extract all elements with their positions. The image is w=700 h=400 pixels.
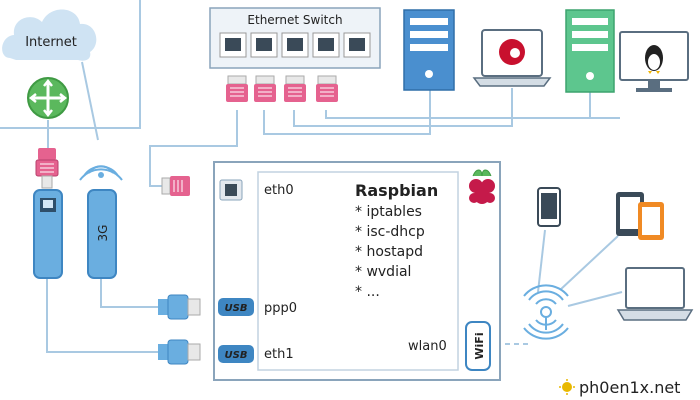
usb-logo-icon: USB [218, 345, 254, 363]
sun-icon [562, 382, 572, 392]
cloud-to-3g-line [81, 61, 99, 141]
package-item: * ... [355, 284, 380, 300]
wifi-to-phone-line [537, 229, 546, 293]
wlan0-label: wlan0 [408, 339, 447, 354]
switch-ports [219, 32, 371, 58]
blue-server-icon [403, 9, 455, 91]
internet-zone-line [0, 0, 141, 129]
eth1-label: eth1 [264, 347, 294, 362]
usb-logo-icon: USB [218, 298, 254, 316]
raspbian-title: Raspbian [355, 181, 438, 200]
laptop-icon [616, 267, 694, 321]
3g-label: 3G [96, 225, 110, 242]
rj45-connector-icon [226, 75, 248, 102]
switch-to-green-server-line [325, 92, 591, 119]
wifi-to-laptop-line [567, 291, 623, 307]
internet-label: Internet [25, 35, 77, 50]
wifi-to-tablet-line [559, 235, 619, 291]
smartphone-icon [537, 187, 561, 227]
eth-dongle-to-usb-line [46, 278, 158, 353]
package-item: * hostapd [355, 244, 423, 260]
rj45-connector-icon [35, 148, 59, 189]
wifi-badge-icon: WiFi [465, 321, 491, 371]
raspberry-pi-box [213, 161, 501, 381]
switch-title: Ethernet Switch [247, 13, 342, 27]
eth0-plug-icon [161, 176, 190, 196]
rj45-connector-icon [254, 75, 276, 102]
eth0-port-icon [219, 179, 243, 201]
3g-modem: 3G [79, 165, 123, 279]
connection-lines [0, 0, 623, 353]
switch-to-laptop-line [293, 88, 513, 127]
green-server-icon [565, 9, 615, 93]
package-list: * iptables * isc-dhcp * hostapd * wvdial * .… [355, 204, 425, 300]
switch-connectors [226, 75, 338, 102]
watermark-text: ph0en1x.net [579, 378, 680, 397]
ppp0-label: ppp0 [264, 301, 297, 316]
raspberry-pi-logo-icon [469, 169, 495, 204]
package-item: * wvdial [355, 264, 411, 280]
usb-label: USB [225, 303, 248, 314]
usb-plug-ppp0-icon [158, 294, 201, 320]
internet-cloud: Internet [2, 9, 97, 61]
usb-label: USB [225, 350, 248, 361]
ethernet-switch: Ethernet Switch [209, 7, 381, 69]
wireless-signal-icon [523, 284, 569, 340]
wifi-label: WiFi [473, 332, 486, 359]
rj45-connector-icon [284, 75, 306, 102]
3g-to-usb-line [100, 278, 158, 308]
watermark: ph0en1x.net [559, 378, 680, 397]
router-icon [27, 77, 69, 119]
switch-to-eth0-line [149, 110, 238, 187]
rj45-connector-icon [316, 75, 338, 102]
switch-to-server-line [263, 88, 431, 135]
package-item: * isc-dhcp [355, 224, 425, 240]
linux-monitor-icon [619, 31, 689, 92]
eth0-label: eth0 [264, 183, 294, 198]
usb-ethernet-dongle [33, 189, 63, 279]
debian-laptop-icon [472, 29, 552, 87]
tablet-icon [616, 192, 664, 240]
usb-plug-eth1-icon [158, 339, 201, 365]
signal-icon [79, 165, 123, 181]
package-item: * iptables [355, 204, 422, 220]
